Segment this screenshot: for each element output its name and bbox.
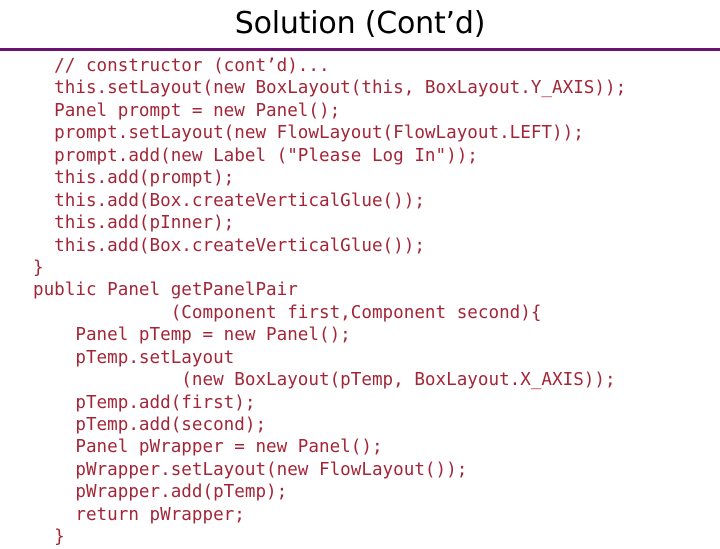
title-divider <box>0 48 720 51</box>
code-line: pWrapper.setLayout(new FlowLayout()); <box>33 459 468 480</box>
code-line: pTemp.add(first); <box>33 392 256 413</box>
code-line: pTemp.add(second); <box>33 415 267 435</box>
code-line: Panel pTemp = new Panel(); <box>33 325 351 346</box>
code-line: prompt.setLayout(new FlowLayout(FlowLayo… <box>33 123 584 144</box>
page-title: Solution (Cont’d) <box>234 6 486 41</box>
code-line: public Panel getPanelPair <box>33 280 298 301</box>
code-line: this.add(Box.createVerticalGlue()); <box>33 235 425 256</box>
code-line: } <box>33 527 65 548</box>
code-block: // constructor (cont’d)... this.setLayou… <box>0 55 720 549</box>
code-line: this.add(Box.createVerticalGlue()); <box>33 190 425 211</box>
code-line: pTemp.setLayout <box>33 347 235 368</box>
code-line: this.add(pInner); <box>33 213 235 234</box>
code-line: Panel prompt = new Panel(); <box>33 100 341 121</box>
code-line: this.add(prompt); <box>33 168 235 189</box>
code-line: prompt.add(new Label ("Please Log In")); <box>33 145 478 166</box>
code-line: this.setLayout(new BoxLayout(this, BoxLa… <box>33 78 627 99</box>
code-line: Panel pWrapper = new Panel(); <box>33 437 383 458</box>
code-line: } <box>33 257 44 278</box>
code-line: pWrapper.add(pTemp); <box>33 482 288 503</box>
code-line: (new BoxLayout(pTemp, BoxLayout.X_AXIS))… <box>33 370 616 391</box>
code-line: // constructor (cont’d)... <box>33 56 330 76</box>
code-line: (Component first,Component second){ <box>33 302 542 323</box>
code-line: return pWrapper; <box>33 504 245 525</box>
